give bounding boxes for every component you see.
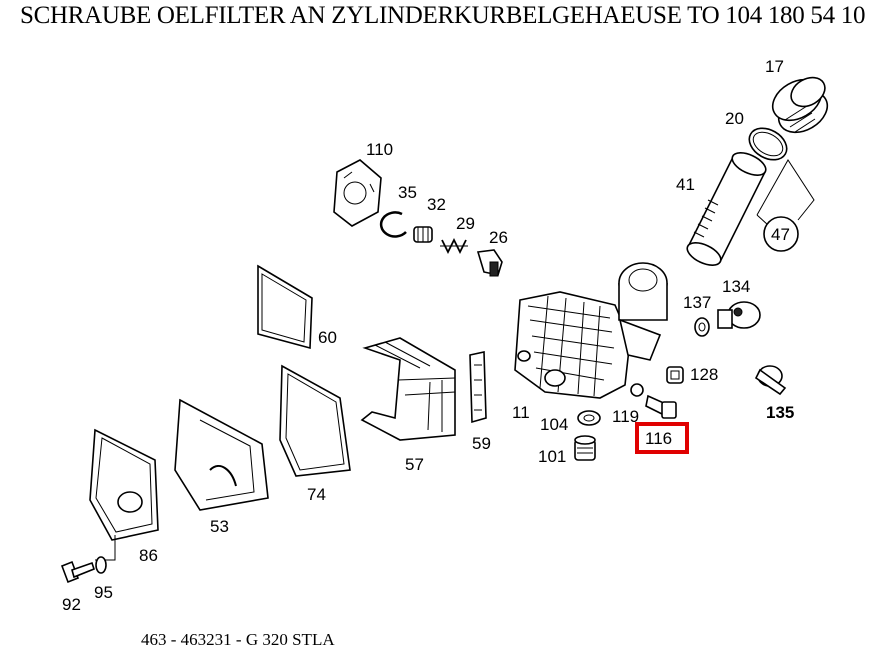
callout-137: 137 [683, 293, 711, 312]
callout-53: 53 [210, 517, 229, 536]
callout-74: 74 [307, 485, 326, 504]
part-134-sensor[interactable] [717, 301, 761, 329]
callout-110: 110 [366, 140, 393, 159]
part-26-plug[interactable] [476, 249, 503, 277]
callout-101: 101 [538, 447, 566, 466]
callout-59: 59 [472, 434, 491, 453]
vehicle-model-footer: 463 - 463231 - G 320 STLA [141, 630, 335, 649]
diagram-title: SCHRAUBE OELFILTER AN ZYLINDERKURBELGEHA… [20, 2, 866, 29]
part-59-baffle[interactable] [469, 351, 487, 424]
part-116-screw[interactable] [645, 394, 677, 419]
callout-32: 32 [427, 195, 446, 214]
callout-47: 47 [771, 225, 790, 244]
part-20-o-ring[interactable] [744, 122, 793, 166]
part-128-plug[interactable] [666, 366, 684, 384]
part-41-filter-element[interactable] [684, 148, 769, 270]
callout-29: 29 [456, 214, 475, 233]
part-57-oil-tray[interactable] [360, 337, 456, 441]
callout-35: 35 [398, 183, 417, 202]
selected-part-highlight [635, 422, 689, 454]
callout-116[interactable]: 116 [645, 429, 672, 448]
callout-41: 41 [676, 175, 695, 194]
part-74-gasket[interactable] [279, 364, 351, 477]
part-137-washer[interactable] [694, 317, 710, 337]
callout-20: 20 [725, 109, 744, 128]
part-92-drain-screw[interactable] [60, 560, 95, 584]
part-35-circlip[interactable] [379, 211, 407, 238]
part-11-filter-housing[interactable] [514, 262, 668, 399]
callout-92: 92 [62, 595, 81, 614]
part-101-plug[interactable] [574, 435, 596, 461]
part-60-gasket[interactable] [257, 264, 313, 350]
part-104-washer[interactable] [577, 410, 601, 426]
part-110-gasket[interactable] [333, 159, 382, 227]
callout-128: 128 [690, 365, 718, 384]
part-119-seal[interactable] [630, 383, 644, 397]
callout-17: 17 [765, 57, 784, 76]
part-29-spring[interactable] [440, 237, 468, 255]
callout-119: 119 [612, 407, 639, 426]
callout-95: 95 [94, 583, 113, 602]
callout-135: 135 [766, 403, 794, 422]
part-135-switch[interactable] [754, 365, 787, 396]
callout-11: 11 [512, 403, 530, 422]
part-95-seal-ring[interactable] [95, 556, 107, 574]
callout-60: 60 [318, 328, 337, 347]
callout-134: 134 [722, 277, 750, 296]
callout-86: 86 [139, 546, 158, 565]
callout-57: 57 [405, 455, 424, 474]
part-17-filter-cap[interactable] [765, 71, 834, 140]
part-32-fitting[interactable] [413, 226, 433, 243]
part-53-cover[interactable] [174, 398, 269, 511]
part-47-kit-callout[interactable] [756, 159, 815, 252]
callout-104: 104 [540, 415, 568, 434]
part-86-oil-pan[interactable] [89, 428, 159, 561]
callout-26: 26 [489, 228, 508, 247]
